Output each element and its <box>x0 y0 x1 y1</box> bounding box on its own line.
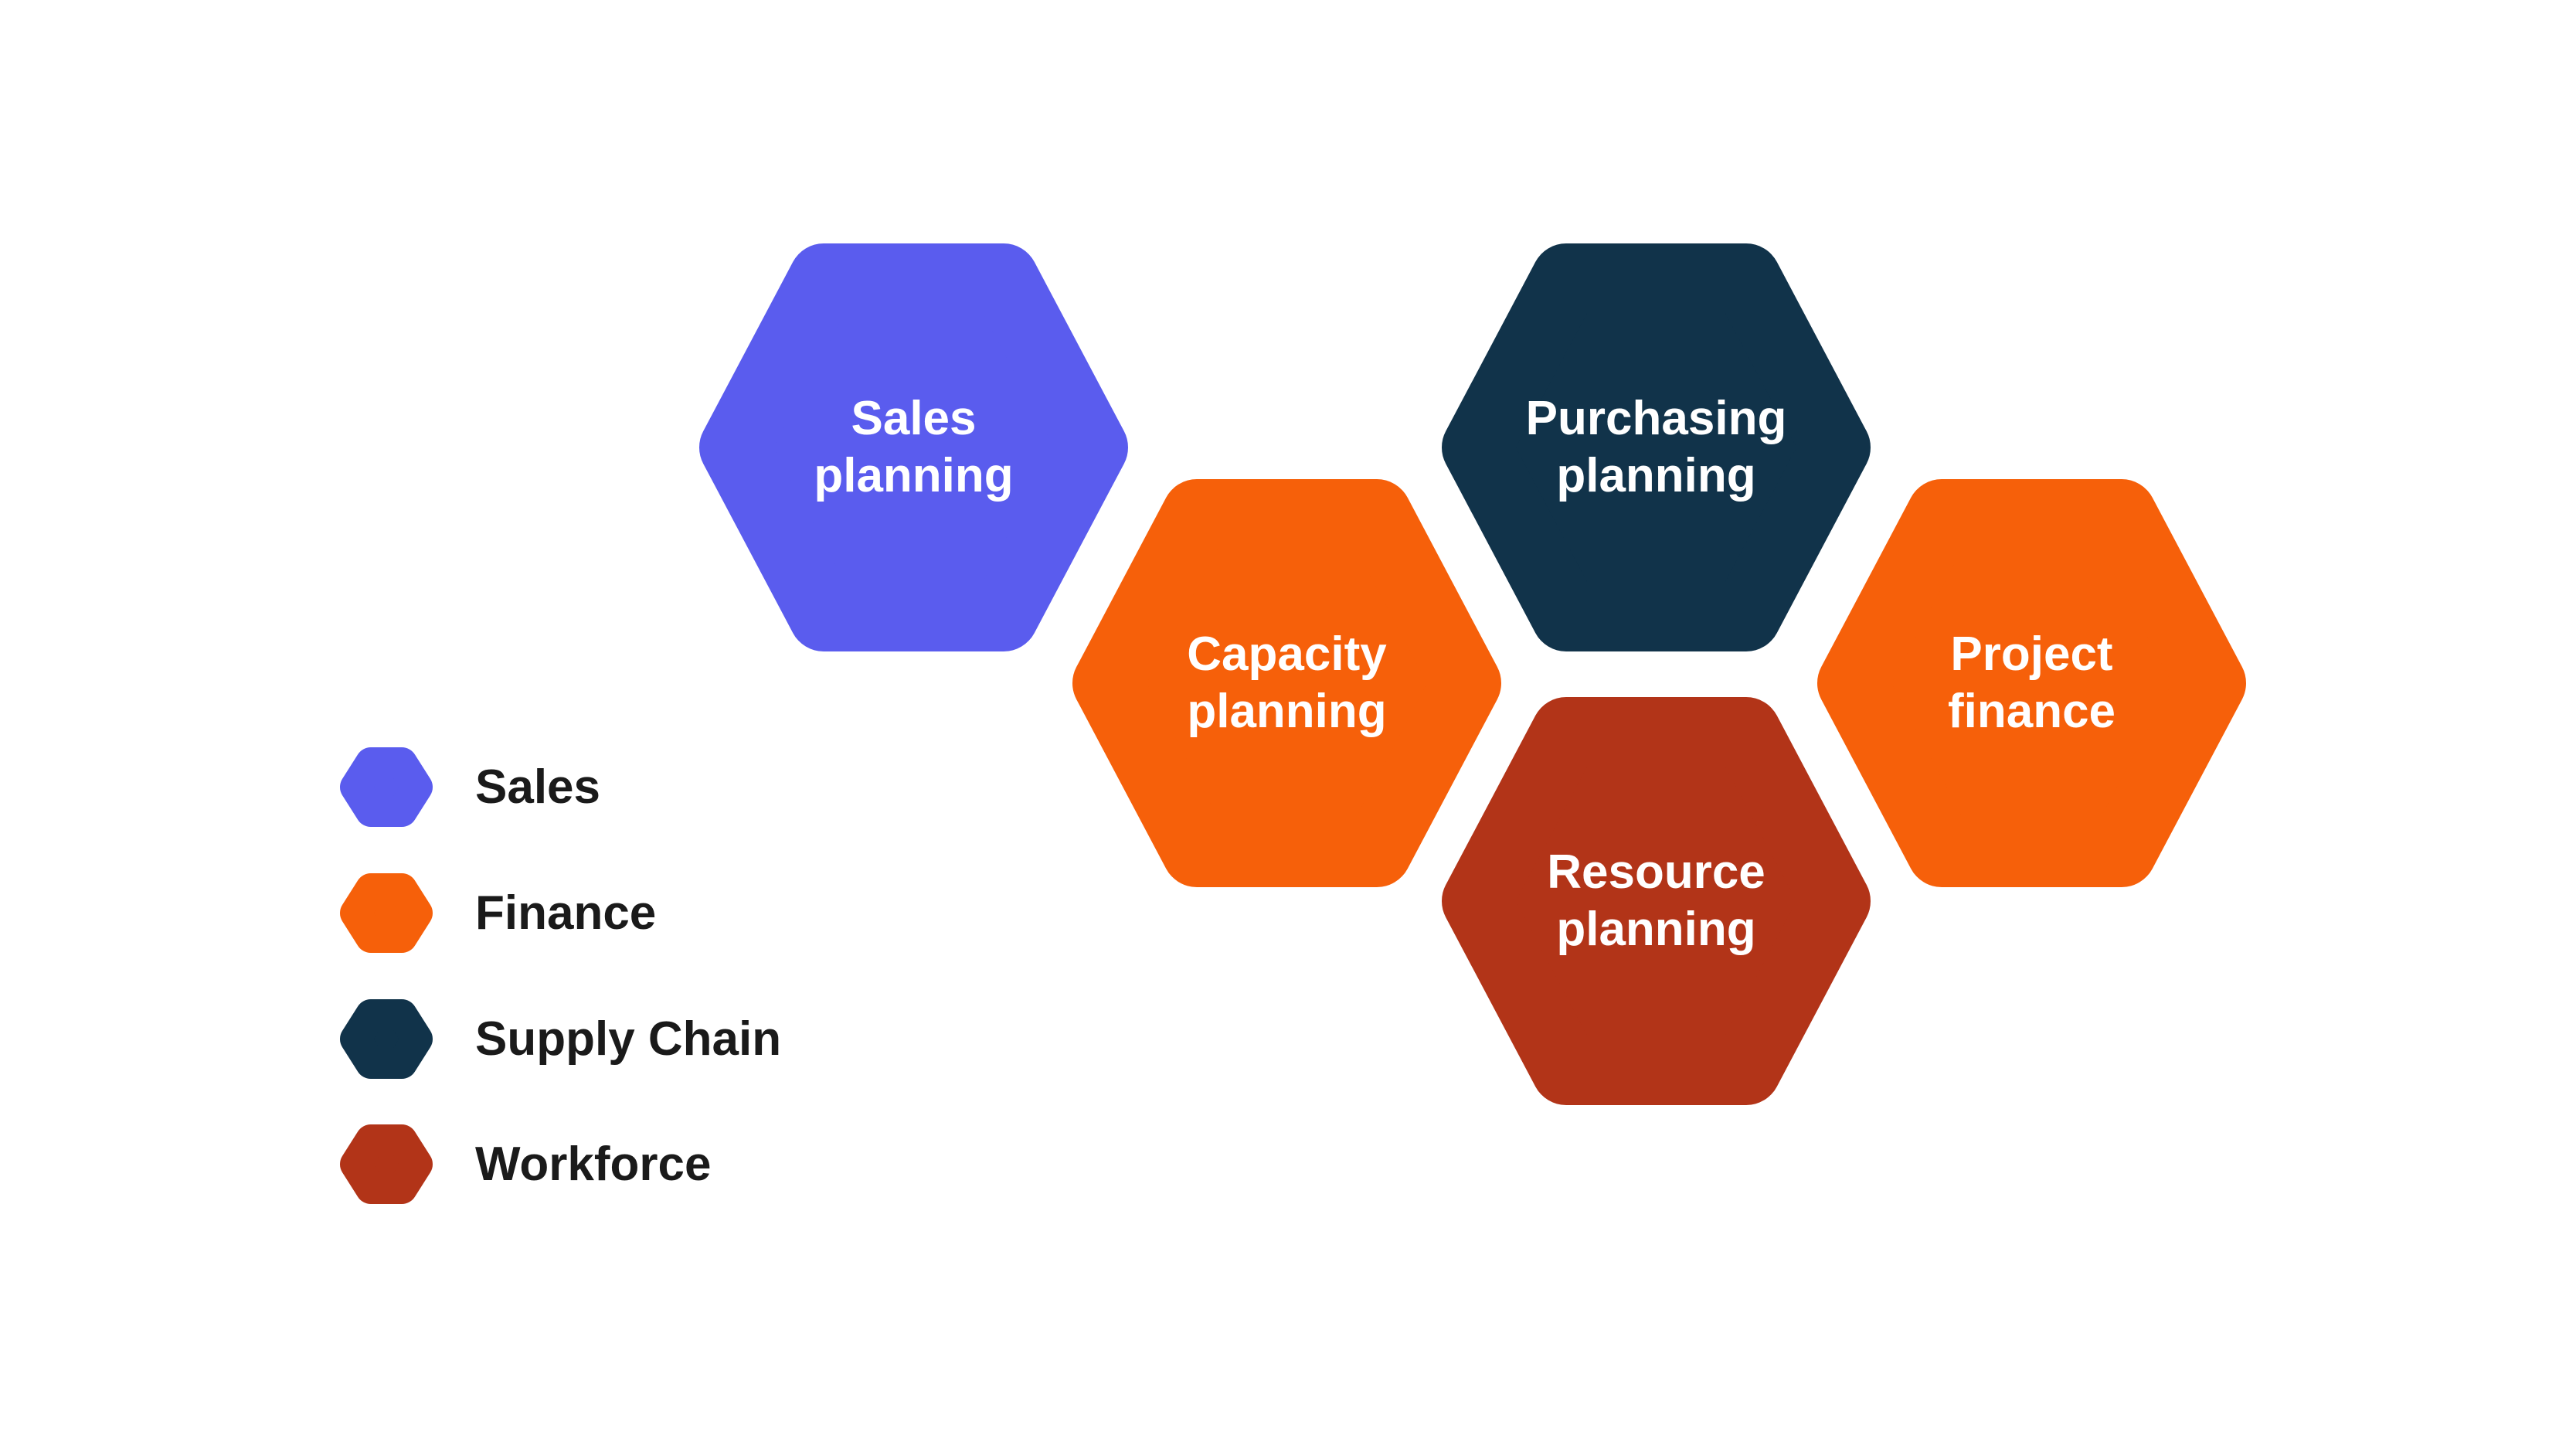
node-resource-planning: Resource planning <box>1442 697 1871 1105</box>
hexagon-polygon <box>1072 479 1501 887</box>
hexagon-polygon <box>699 243 1128 651</box>
legend-item-supply-chain: Supply Chain <box>340 999 781 1079</box>
node-label-resource-planning: Resource planning <box>1547 845 1765 956</box>
legend-hexagon-polygon <box>340 999 433 1079</box>
legend-item-sales: Sales <box>340 747 600 827</box>
node-label-project-finance: Project finance <box>1947 628 2116 738</box>
hexagon-shape-project <box>1817 479 2246 887</box>
hexagon-shape-resource <box>1442 697 1871 1105</box>
legend-item-finance: Finance <box>340 873 656 953</box>
legend-hexagon-icon-supply-chain <box>340 999 433 1079</box>
legend-hexagon-icon-finance <box>340 873 433 953</box>
hexagon-shape-sales <box>699 243 1128 651</box>
hexagon-polygon <box>1442 697 1871 1105</box>
node-label-purchasing-planning: Purchasing planning <box>1525 392 1787 502</box>
hexagon-polygon <box>1442 243 1871 651</box>
node-sales-planning: Sales planning <box>699 243 1128 651</box>
legend-hexagon-polygon <box>340 1124 433 1204</box>
node-capacity-planning: Capacity planning <box>1072 479 1501 887</box>
node-project-finance: Project finance <box>1817 479 2246 887</box>
legend-hexagon-polygon <box>340 747 433 827</box>
legend-label-supply-chain: Supply Chain <box>475 1012 782 1066</box>
legend-label-finance: Finance <box>475 886 657 940</box>
node-purchasing-planning: Purchasing planning <box>1442 243 1871 651</box>
legend-item-workforce: Workforce <box>340 1124 712 1204</box>
node-label-capacity-planning: Capacity planning <box>1187 628 1387 738</box>
hexagon-shape-purchasing <box>1442 243 1871 651</box>
legend-label-sales: Sales <box>475 760 601 814</box>
hexagon-polygon <box>1817 479 2246 887</box>
legend-label-workforce: Workforce <box>475 1138 712 1191</box>
legend-hexagon-icon-sales <box>340 747 433 827</box>
legend-hexagon-polygon <box>340 873 433 953</box>
node-label-sales-planning: Sales planning <box>814 392 1014 502</box>
hexagon-shape-capacity <box>1072 479 1501 887</box>
legend-hexagon-icon-workforce <box>340 1124 433 1204</box>
